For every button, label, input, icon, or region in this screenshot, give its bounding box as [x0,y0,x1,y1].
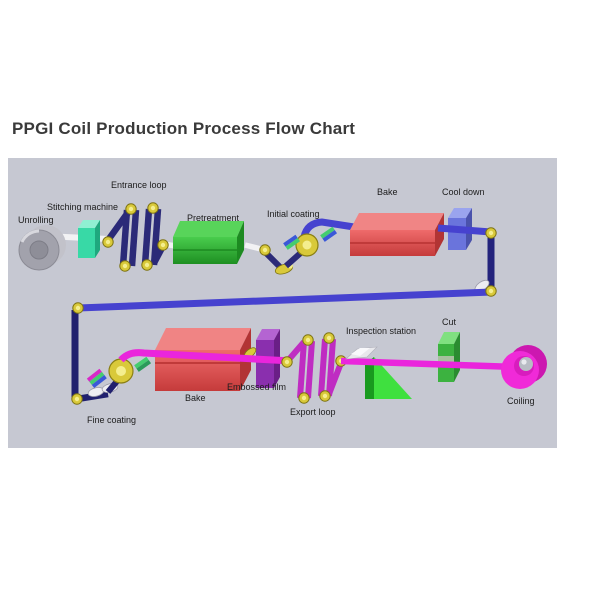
label-pretreatment: Pretreatment [187,213,240,223]
magenta-strip [340,357,519,371]
roller-icon [302,334,314,346]
label-export-loop: Export loop [290,407,336,417]
coiling-coil [501,345,547,389]
export-loop [281,332,347,404]
roller-icon [319,390,331,402]
roller-icon [102,236,114,248]
roller-icon [323,332,335,344]
roller-icon [71,393,83,405]
label-inspection-station: Inspection station [346,326,417,336]
label-unrolling: Unrolling [18,215,54,225]
unrolling-coil [18,225,66,271]
coater-head-icon [283,234,301,250]
magenta-strip [118,349,293,365]
roller-icon [147,202,159,214]
return-strip [71,227,497,398]
label-coiling: Coiling [507,396,535,406]
label-entrance-loop: Entrance loop [111,180,167,190]
page-title: PPGI Coil Production Process Flow Chart [12,119,356,138]
inspection-station-device [345,346,378,360]
fine-coating-assembly [71,356,152,405]
blue-strip [437,224,492,236]
coater-head-icon [86,368,107,389]
roller-icon [298,392,310,404]
cut-machine [438,332,460,382]
roller-icon [259,244,271,256]
label-fine-coating: Fine coating [87,415,137,425]
label-cool-down: Cool down [442,187,485,197]
coater-head-icon [134,356,152,372]
label-embossed-film: Embossed film [227,382,287,392]
label-initial-coating: Initial coating [267,209,320,219]
flow-diagram-panel: Unrolling Stitching machine Entrance loo… [8,158,557,448]
roller-icon [485,285,497,297]
roller-icon [157,239,169,251]
flow-diagram-art [18,202,547,405]
bake-oven-top [350,213,444,256]
label-cut: Cut [442,317,457,327]
entrance-loop [102,202,169,272]
label-bake-top: Bake [377,187,398,197]
roller-icon [72,302,84,314]
coater-head-icon [320,226,338,242]
inspection-wedge [365,357,412,399]
pretreatment-machine [173,221,244,264]
roller-icon [485,227,497,239]
label-stitching-machine: Stitching machine [47,202,119,212]
roller-icon [281,356,293,368]
roller-icon [119,260,131,272]
roller-icon [141,259,153,271]
label-bake-bottom: Bake [185,393,206,403]
roller-icon [125,203,137,215]
initial-coating-assembly [259,218,355,275]
stitching-machine [78,220,100,258]
